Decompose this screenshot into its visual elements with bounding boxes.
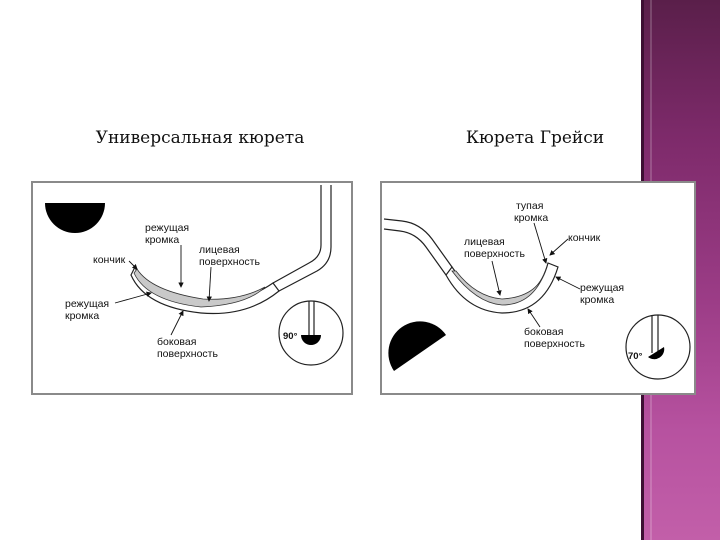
label-face-line2: поверхность xyxy=(199,256,260,268)
label-face-line1: лицевая xyxy=(464,236,505,248)
label-cutting-edge-line2: кромка xyxy=(580,294,614,306)
label-cutting-edge-top-line2: кромка xyxy=(145,234,179,246)
gracey-curette-title: Кюрета Грейси xyxy=(465,128,605,148)
label-cutting-edge-bottom-line2: кромка xyxy=(65,310,99,322)
angle-half-circle-shape xyxy=(301,335,321,345)
gracey-curette-diagram: тупая кромка кончик лицевая поверхность … xyxy=(380,181,696,395)
arrow-face xyxy=(491,260,502,296)
cross-section-half-circle-shape xyxy=(388,321,446,371)
shank-outline-outer xyxy=(278,185,332,292)
label-angle-90: 90° xyxy=(283,331,298,342)
label-angle-70: 70° xyxy=(628,351,643,362)
blade-face-fill xyxy=(451,268,547,306)
shank-outline-inner xyxy=(383,228,447,276)
label-tip: кончик xyxy=(568,232,601,244)
shank-outline xyxy=(272,185,322,284)
arrow-cutting-edge xyxy=(555,276,581,290)
angle-circle xyxy=(278,300,344,366)
label-cutting-edge-bottom-line1: режущая xyxy=(65,298,109,310)
shank-outline xyxy=(383,218,453,268)
label-blunt-edge-line2: кромка xyxy=(514,212,548,224)
angle-half-circle-shape xyxy=(648,347,665,360)
arrow-lateral xyxy=(527,308,541,328)
gracey-curette-svg: тупая кромка кончик лицевая поверхность … xyxy=(383,200,691,380)
arrow-lateral xyxy=(170,310,184,336)
label-lateral-line2: поверхность xyxy=(524,338,585,350)
label-blunt-edge-line1: тупая xyxy=(516,200,543,212)
arrow-tip xyxy=(549,238,569,256)
universal-curette-title: Универсальная кюрета xyxy=(95,128,305,148)
arrow-cutting-edge-bottom xyxy=(114,291,152,304)
universal-curette-diagram: режущая кромка лицевая поверхность кончи… xyxy=(31,181,353,395)
arrow-face xyxy=(206,266,212,302)
label-lateral-line2: поверхность xyxy=(157,348,218,360)
arrow-blunt-edge xyxy=(533,222,548,264)
arrow-tip xyxy=(128,260,138,270)
label-cutting-edge-line1: режущая xyxy=(580,282,624,294)
label-lateral-line1: боковая xyxy=(157,336,196,348)
cross-section-half-circle-shape xyxy=(45,203,105,233)
label-face-line1: лицевая xyxy=(199,244,240,256)
label-cutting-edge-top-line1: режущая xyxy=(145,222,189,234)
blade-body xyxy=(445,262,559,314)
label-lateral-line1: боковая xyxy=(524,326,563,338)
universal-curette-svg: режущая кромка лицевая поверхность кончи… xyxy=(45,185,344,366)
label-face-line2: поверхность xyxy=(464,248,525,260)
label-tip: кончик xyxy=(93,254,126,266)
blade-face-fill xyxy=(133,268,266,308)
